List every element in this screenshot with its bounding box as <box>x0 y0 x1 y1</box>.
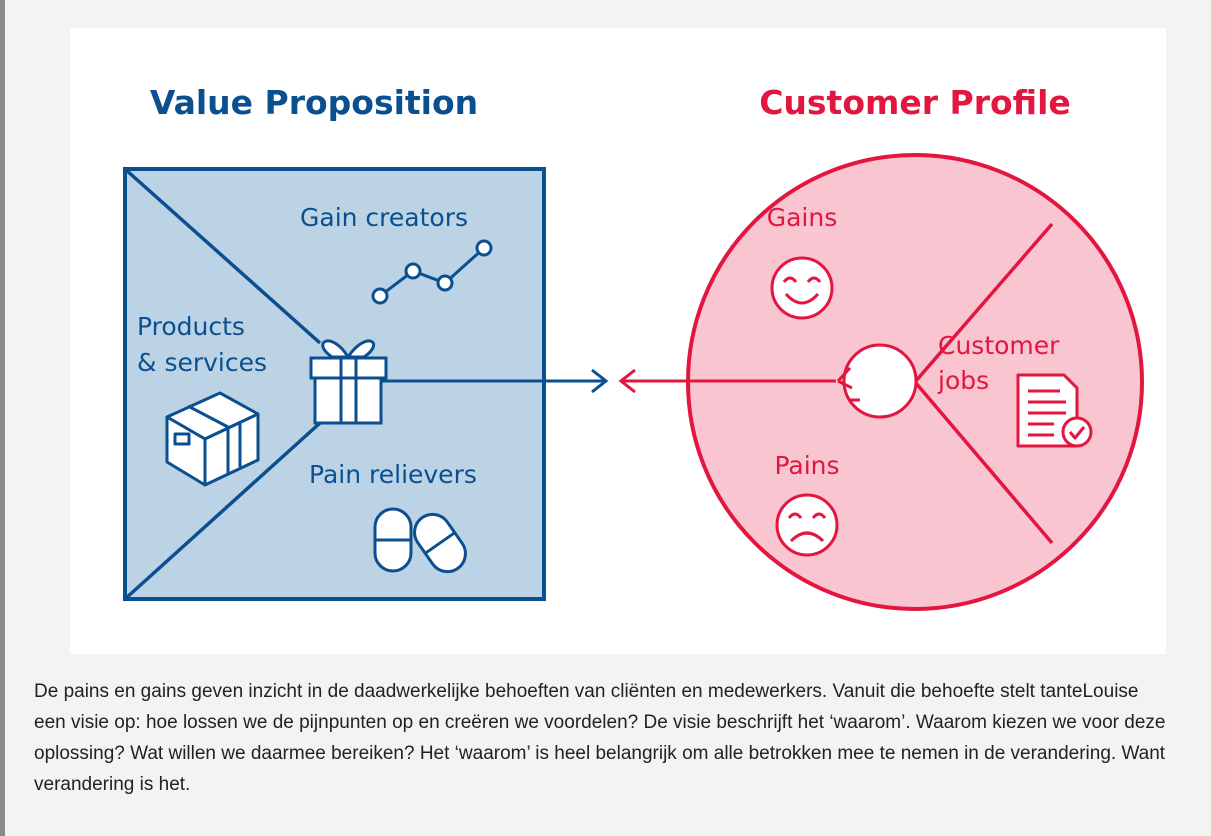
left-border-bar <box>0 0 5 836</box>
diagram-panel: Value Proposition Customer Profile Gain … <box>70 28 1166 654</box>
value-proposition-canvas-diagram: Value Proposition Customer Profile Gain … <box>123 83 1144 611</box>
customer-jobs-label-line1: Customer <box>938 331 1060 360</box>
pains-label: Pains <box>774 451 839 480</box>
arrow-right-icon <box>381 368 609 394</box>
pills-icon <box>373 507 467 574</box>
document-check-icon <box>1016 373 1093 448</box>
divider-line-top <box>123 167 322 345</box>
divider-line-upper-right <box>913 222 1054 384</box>
arrow-left-icon <box>618 368 836 394</box>
gains-label: Gains <box>767 203 838 232</box>
frown-icon <box>775 493 839 557</box>
customer-profile-title: Customer Profile <box>759 83 1071 122</box>
box-icon <box>165 391 260 487</box>
divider-line-lower-right <box>913 380 1054 545</box>
gain-creators-label: Gain creators <box>300 203 468 232</box>
products-label-line1: Products <box>137 312 245 341</box>
head-icon <box>836 343 918 419</box>
line-graph-icon <box>371 239 493 305</box>
body-paragraph: De pains en gains geven inzicht in de da… <box>34 681 1166 795</box>
smiley-icon <box>770 256 834 320</box>
products-label-line2: & services <box>137 348 267 377</box>
pain-relievers-label: Pain relievers <box>309 460 477 489</box>
value-proposition-title: Value Proposition <box>150 83 478 122</box>
divider-line-bottom <box>123 421 322 601</box>
gift-icon <box>309 339 388 425</box>
customer-jobs-label-line2: jobs <box>937 366 989 395</box>
